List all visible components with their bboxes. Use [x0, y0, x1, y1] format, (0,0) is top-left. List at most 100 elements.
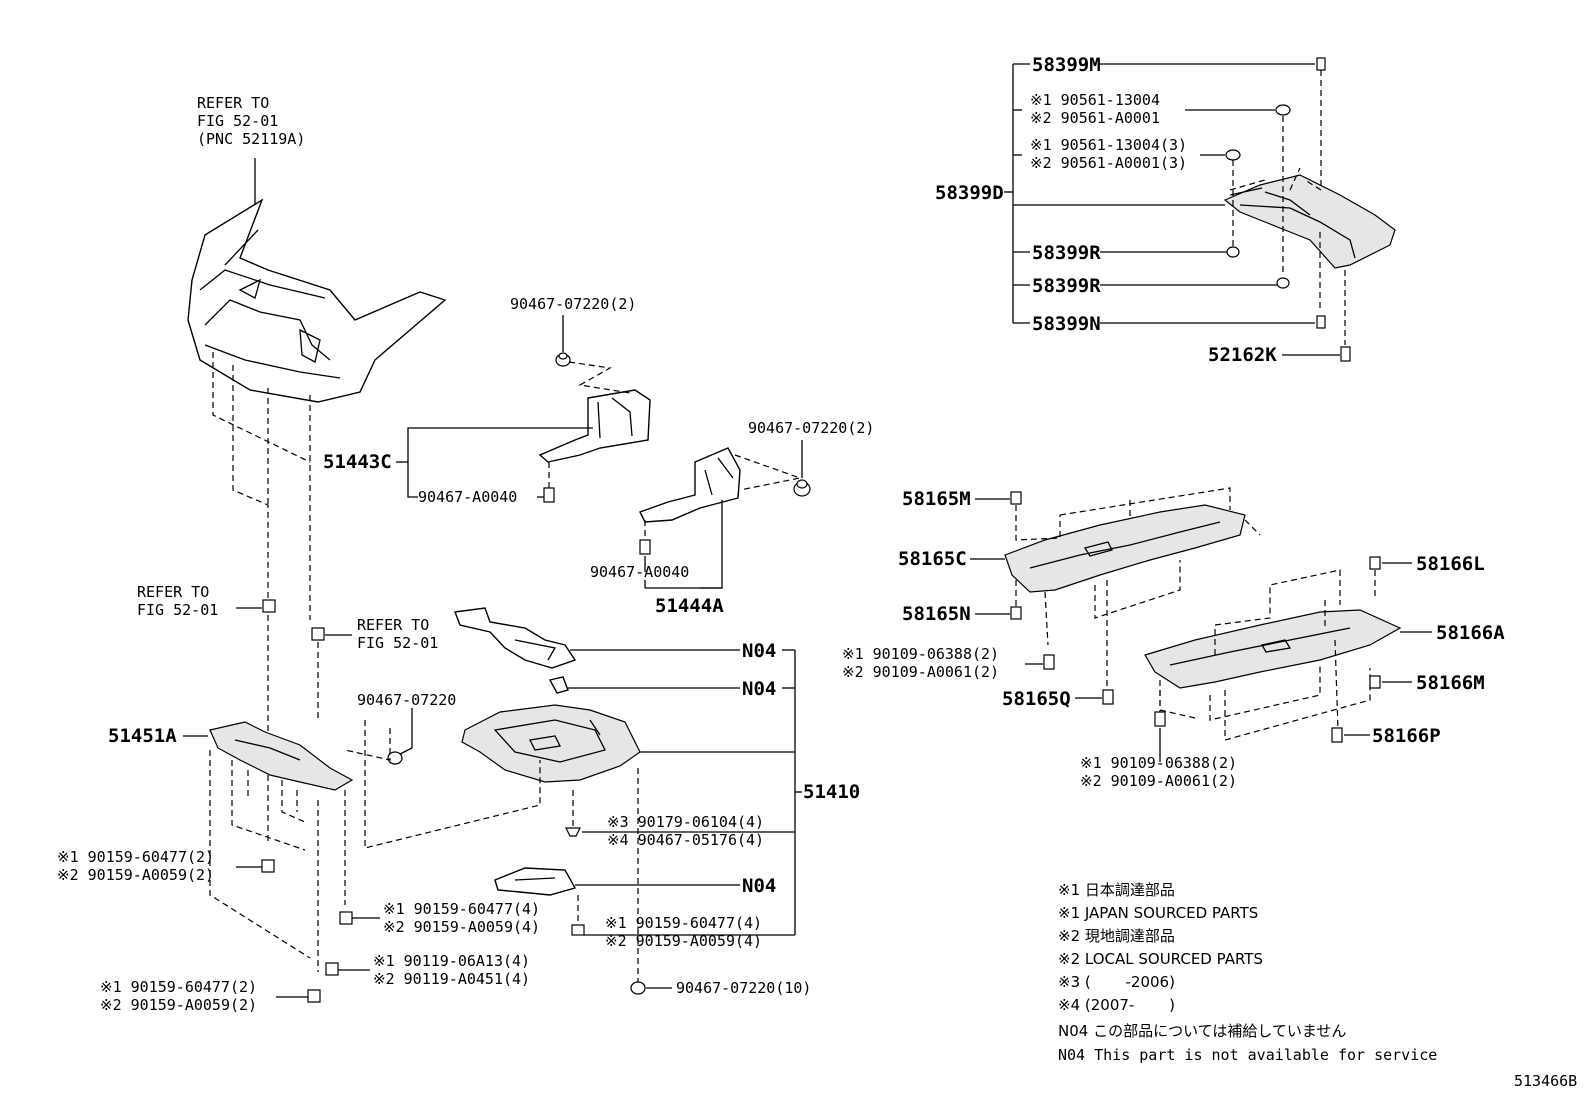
bolt-58166l	[1369, 556, 1381, 570]
label-58165m: 58165M	[902, 488, 971, 510]
label-52162k: 52162K	[1208, 344, 1277, 366]
label-s1-90119: ※1 90119-06A13(4)	[373, 952, 530, 970]
label-51451a: 51451A	[108, 725, 177, 747]
nut-90561-b	[1225, 149, 1241, 161]
label-refer-bumper-1: REFER TO	[197, 94, 269, 112]
label-90467-a0040-a: 90467-A0040	[418, 488, 517, 506]
label-58399r-a: 58399R	[1032, 242, 1101, 264]
cover-58166a-illustration	[1144, 609, 1402, 689]
clip-90467-07220-a	[555, 352, 571, 367]
label-58399n: 58399N	[1032, 313, 1101, 335]
label-51410: 51410	[803, 781, 860, 803]
seal-n04-a-illustration	[454, 607, 577, 669]
clip-90467-07220-10	[630, 981, 646, 995]
label-n04-a: N04	[742, 640, 776, 662]
bolt-90467-a0040-a	[543, 462, 555, 503]
note-local-sourced-jp: ※2 現地調達部品	[1058, 927, 1175, 945]
label-s3-90179: ※3 90179-06104(4)	[607, 813, 764, 831]
label-90467-07220: 90467-07220	[357, 691, 456, 709]
figure-id: 513466B	[1514, 1072, 1577, 1090]
seal-n04-c-illustration	[494, 867, 577, 896]
label-58166a: 58166A	[1436, 622, 1505, 644]
label-s2-90119: ※2 90119-A0451(4)	[373, 970, 530, 988]
label-refer-b-1: REFER TO	[357, 616, 429, 634]
label-58399r-b: 58399R	[1032, 275, 1101, 297]
cover-58165c-illustration	[1004, 504, 1246, 593]
bracket-51444a-illustration	[639, 447, 741, 523]
label-51444a: 51444A	[655, 595, 724, 617]
legend-notes: ※1 日本調達部品 ※1 JAPAN SOURCED PARTS ※2 現地調達…	[1058, 881, 1437, 1064]
bolt-90467-a0040-b	[639, 520, 651, 555]
bolt-58399m	[1316, 57, 1326, 71]
label-s2-90159-2b: ※2 90159-A0059(2)	[100, 996, 257, 1014]
bolt-s1-s2-2a	[261, 859, 275, 873]
label-n04-b: N04	[742, 678, 776, 700]
front-bumper-illustration	[187, 198, 447, 403]
label-s2-90109-b: ※2 90109-A0061(2)	[1080, 772, 1237, 790]
clip-s3-s4	[565, 827, 581, 837]
cover-51451a-illustration	[209, 721, 354, 791]
note-local-sourced-en: ※2 LOCAL SOURCED PARTS	[1058, 950, 1263, 968]
bolt-58165n	[1010, 606, 1022, 620]
cover-58399d-illustration	[1223, 174, 1396, 269]
label-s1-90159-2a: ※1 90159-60477(2)	[57, 848, 214, 866]
bolt-s1-s2-4a	[339, 911, 353, 925]
bolt-58165q	[1102, 689, 1114, 705]
label-s1-90109-b: ※1 90109-06388(2)	[1080, 754, 1237, 772]
label-90467-07220-2-b: 90467-07220(2)	[748, 419, 874, 437]
label-s2-90159-2a: ※2 90159-A0059(2)	[57, 866, 214, 884]
label-s2-90109-a: ※2 90109-A0061(2)	[842, 663, 999, 681]
engine-under-cover-51410-illustration	[461, 704, 641, 783]
label-s4-90467: ※4 90467-05176(4)	[607, 831, 764, 849]
note-n04-jp: N04 この部品については補給していません	[1058, 1022, 1346, 1040]
bolt-refer-b	[311, 627, 325, 641]
label-s2-90561-a: ※2 90561-A0001	[1030, 109, 1160, 127]
clip-90467-07220-c	[387, 751, 403, 765]
label-s1-90561-b: ※1 90561-13004(3)	[1030, 136, 1187, 154]
bolt-s1-s2-90109-b	[1154, 711, 1166, 727]
bracket-51443c-illustration	[538, 389, 651, 463]
note-s3-range: ※3 ( -2006)	[1058, 973, 1175, 991]
bolt-s1-s2-4b	[571, 924, 585, 936]
label-s1-90159-4b: ※1 90159-60477(4)	[605, 914, 762, 932]
seal-n04-b-illustration	[548, 676, 569, 694]
note-japan-sourced-en: ※1 JAPAN SOURCED PARTS	[1058, 904, 1258, 922]
bolt-58166m	[1369, 675, 1381, 689]
nut-58399r-b	[1276, 277, 1290, 289]
label-90467-07220-10: 90467-07220(10)	[676, 979, 811, 997]
label-58166p: 58166P	[1372, 725, 1441, 747]
label-58165n: 58165N	[902, 603, 971, 625]
note-japan-sourced-jp: ※1 日本調達部品	[1058, 881, 1175, 899]
label-n04-c: N04	[742, 875, 776, 897]
label-refer-bumper-2: FIG 52-01	[197, 112, 278, 130]
bolt-58165m	[1010, 491, 1022, 505]
label-58165q: 58165Q	[1002, 688, 1071, 710]
note-n04-en: N04 This part is not available for servi…	[1058, 1046, 1437, 1064]
bolt-52162k	[1340, 346, 1351, 362]
label-58165c: 58165C	[898, 548, 967, 570]
bolt-s1-s2-2b	[307, 989, 321, 1003]
nut-90561-a	[1275, 104, 1291, 116]
bolt-58399n	[1316, 315, 1326, 329]
label-90467-07220-2-a: 90467-07220(2)	[510, 295, 636, 313]
label-51443c: 51443C	[323, 451, 392, 473]
label-s1-90159-2b: ※1 90159-60477(2)	[100, 978, 257, 996]
label-s2-90561-b: ※2 90561-A0001(3)	[1030, 154, 1187, 172]
label-s2-90159-4a: ※2 90159-A0059(4)	[383, 918, 540, 936]
clip-90467-07220-b	[793, 479, 811, 497]
label-58166l: 58166L	[1416, 553, 1485, 575]
bolt-s1-s2-90109-a	[1043, 654, 1055, 670]
label-58166m: 58166M	[1416, 672, 1485, 694]
label-s1-90159-4a: ※1 90159-60477(4)	[383, 900, 540, 918]
label-s1-90561-a: ※1 90561-13004	[1030, 91, 1160, 109]
label-s1-90109-a: ※1 90109-06388(2)	[842, 645, 999, 663]
bolt-s1-s2-90119	[325, 962, 339, 976]
label-refer-b-2: FIG 52-01	[357, 634, 438, 652]
label-s2-90159-4b: ※2 90159-A0059(4)	[605, 932, 762, 950]
bolt-58166p	[1331, 727, 1343, 743]
label-refer-bumper-3: (PNC 52119A)	[197, 130, 305, 148]
label-58399m: 58399M	[1032, 54, 1101, 76]
bolt-refer-a	[262, 599, 276, 613]
note-s4-range: ※4 (2007- )	[1058, 996, 1175, 1014]
